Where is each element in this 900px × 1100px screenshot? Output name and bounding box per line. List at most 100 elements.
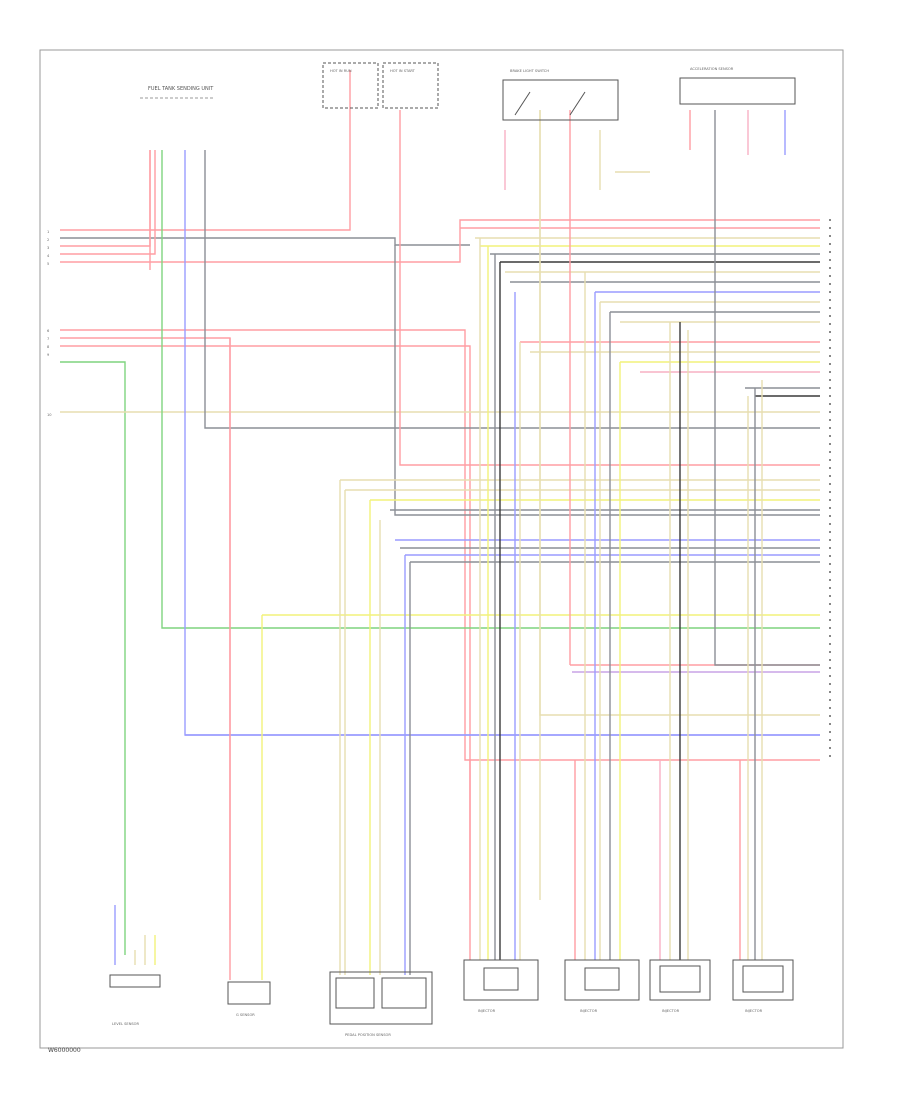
terminal-pin bbox=[829, 635, 831, 637]
wire-red-8 bbox=[60, 345, 471, 900]
wire-gray-14 bbox=[204, 150, 820, 429]
terminal-pin bbox=[829, 531, 831, 533]
terminal-pin bbox=[829, 299, 831, 301]
terminal-pin bbox=[829, 419, 831, 421]
terminal-pin bbox=[829, 491, 831, 493]
terminal-pin bbox=[829, 387, 831, 389]
terminal-pin bbox=[829, 355, 831, 357]
injector-2: INJECTOR bbox=[564, 959, 640, 1013]
fuel-tank-sender-label: FUEL TANK SENDING UNIT bbox=[148, 86, 214, 92]
terminal-pin bbox=[829, 707, 831, 709]
terminal-pin bbox=[829, 219, 831, 221]
terminal-pin bbox=[829, 267, 831, 269]
wire-red-3 bbox=[60, 150, 151, 247]
brake-switch-label: BRAKE LIGHT SWITCH bbox=[510, 69, 549, 73]
injector-4: INJECTOR bbox=[732, 959, 794, 1013]
wire-red-6 bbox=[60, 329, 820, 761]
connector-pin-8: 8 bbox=[47, 345, 50, 349]
terminal-pin bbox=[829, 643, 831, 645]
level-sensor-label: LEVEL SENSOR bbox=[112, 1022, 139, 1026]
terminal-pin bbox=[829, 227, 831, 229]
terminal-pin bbox=[829, 291, 831, 293]
terminal-pin bbox=[829, 699, 831, 701]
wire-gray-2 bbox=[60, 237, 470, 246]
terminal-pin bbox=[829, 587, 831, 589]
wire-green-9 bbox=[60, 361, 126, 955]
wire-layer bbox=[60, 70, 831, 980]
wire-gray-45 bbox=[714, 110, 820, 666]
terminal-pin bbox=[829, 275, 831, 277]
terminal-pin bbox=[829, 659, 831, 661]
injector-1: INJECTOR bbox=[463, 959, 539, 1013]
terminal-pin bbox=[829, 347, 831, 349]
terminal-pin bbox=[829, 747, 831, 749]
terminal-pin bbox=[829, 651, 831, 653]
terminal-pin bbox=[829, 411, 831, 413]
terminal-pin bbox=[829, 627, 831, 629]
terminal-pin bbox=[829, 515, 831, 517]
terminal-pin bbox=[829, 683, 831, 685]
level-sensor: LEVEL SENSOR bbox=[109, 974, 161, 1026]
terminal-pin bbox=[829, 739, 831, 741]
wire-red-5 bbox=[60, 219, 820, 263]
wire-green-12 bbox=[161, 150, 820, 629]
terminal-pin bbox=[829, 563, 831, 565]
terminal-pin bbox=[829, 579, 831, 581]
brake-light-switch: BRAKE LIGHT SWITCH bbox=[502, 69, 619, 121]
diagram-frame bbox=[39, 49, 844, 1049]
g-sensor: G SENSOR bbox=[227, 981, 271, 1017]
connector-labels: 1 2 3 4 5 6 7 8 9 10 bbox=[47, 230, 52, 417]
terminal-pin bbox=[829, 755, 831, 757]
wire-red-1 bbox=[60, 70, 351, 231]
terminal-pin bbox=[829, 451, 831, 453]
terminal-pin bbox=[829, 339, 831, 341]
terminal-pin bbox=[829, 427, 831, 429]
terminal-pin bbox=[829, 555, 831, 557]
connector-pin-1: 1 bbox=[47, 230, 49, 234]
terminal-pin bbox=[829, 595, 831, 597]
terminal-pin bbox=[829, 243, 831, 245]
terminal-pin bbox=[829, 571, 831, 573]
terminal-pin bbox=[829, 547, 831, 549]
terminal-pin bbox=[829, 731, 831, 733]
connector-pin-10: 10 bbox=[47, 413, 52, 417]
terminal-pin bbox=[829, 363, 831, 365]
wire-gray-16 bbox=[394, 245, 820, 516]
terminal-pin bbox=[829, 667, 831, 669]
g-sensor-label: G SENSOR bbox=[236, 1013, 255, 1017]
terminal-pin bbox=[829, 323, 831, 325]
hot-in-start-label: HOT IN START bbox=[390, 69, 416, 73]
hot-in-start-box: HOT IN START bbox=[382, 62, 439, 109]
terminal-pin bbox=[829, 283, 831, 285]
injector-2-label: INJECTOR bbox=[580, 1009, 598, 1013]
terminal-pin bbox=[829, 459, 831, 461]
terminal-pin bbox=[829, 379, 831, 381]
terminal-pin bbox=[829, 307, 831, 309]
injector-3-label: INJECTOR bbox=[662, 1009, 680, 1013]
hot-in-run-box: HOT IN RUN bbox=[322, 62, 379, 109]
terminal-pin bbox=[829, 507, 831, 509]
connector-pin-6: 6 bbox=[47, 329, 50, 333]
injector-4-label: INJECTOR bbox=[745, 1009, 763, 1013]
fuel-tank-sending-unit: FUEL TANK SENDING UNIT bbox=[140, 86, 215, 99]
terminal-pin bbox=[829, 403, 831, 405]
wire-red-4 bbox=[60, 150, 156, 255]
pedal-position-sensor-label: PEDAL POSITION SENSOR bbox=[345, 1033, 391, 1037]
terminal-pin bbox=[829, 259, 831, 261]
connector-pin-3: 3 bbox=[47, 246, 49, 250]
terminal-pin bbox=[829, 315, 831, 317]
connector-pin-5: 5 bbox=[47, 262, 49, 266]
pedal-position-sensor: PEDAL POSITION SENSOR bbox=[329, 971, 433, 1037]
terminal-pin bbox=[829, 675, 831, 677]
acceleration-sensor: ACCELERATION SENSOR bbox=[679, 67, 796, 105]
hot-in-run-label: HOT IN RUN bbox=[330, 69, 352, 73]
terminal-pin bbox=[829, 603, 831, 605]
terminal-pin bbox=[829, 723, 831, 725]
page-code: W6000000 bbox=[48, 1047, 81, 1054]
terminal-pin bbox=[829, 467, 831, 469]
terminal-pin bbox=[829, 483, 831, 485]
terminal-pin bbox=[829, 475, 831, 477]
terminal-pin bbox=[829, 443, 831, 445]
connector-pin-2: 2 bbox=[47, 238, 49, 242]
